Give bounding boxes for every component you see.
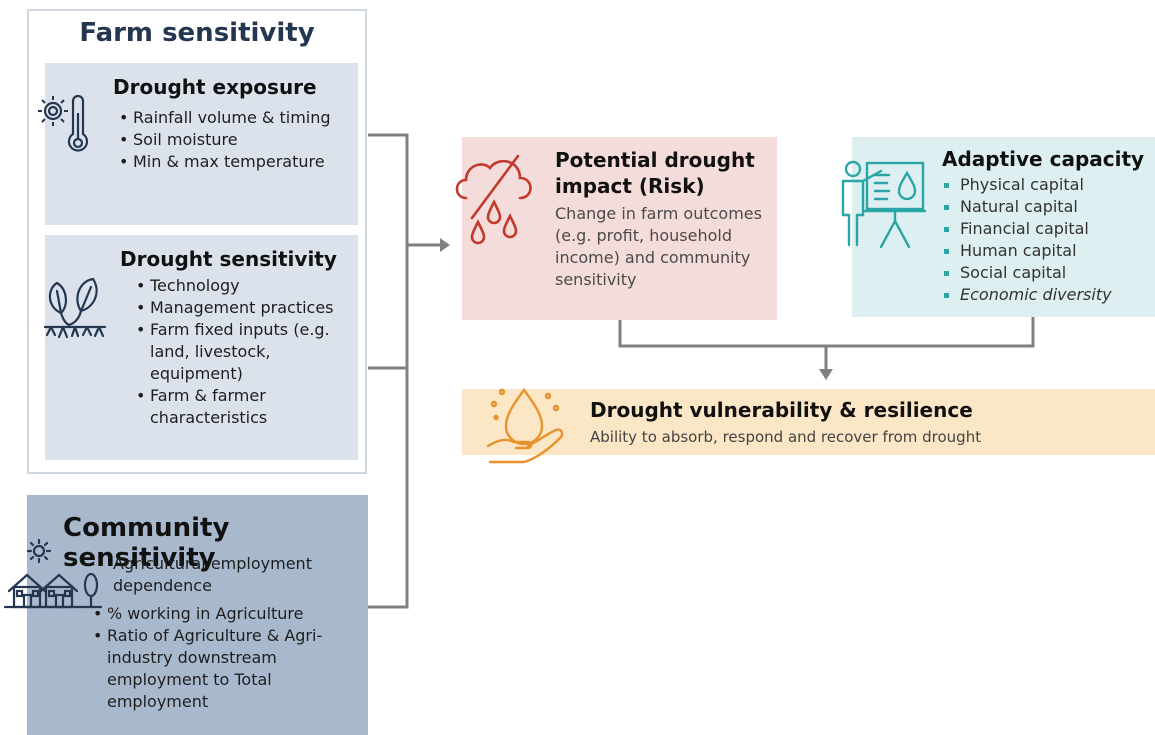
list-item: Rainfall volume & timing: [113, 107, 353, 129]
list-item: Technology: [130, 275, 355, 297]
connector-exposure: [368, 133, 409, 609]
cloud-no-rain-icon: [455, 154, 532, 245]
thermometer-sun-icon: [38, 94, 89, 152]
adaptive-capacity-title: Adaptive capacity: [942, 147, 1145, 171]
adaptive-capacity-box: [852, 137, 1155, 317]
list-item: Ratio of Agriculture & Agri-industry dow…: [87, 625, 357, 713]
drought-sensitivity-list: Technology Management practices Farm fix…: [130, 275, 355, 429]
list-item: Min & max temperature: [113, 151, 353, 173]
arrowhead-vuln: [819, 369, 833, 380]
connector-bottom: [618, 317, 1035, 348]
community-subtitle: Agricultural employment dependence: [113, 554, 312, 595]
risk-description: Change in farm outcomes (e.g. profit, ho…: [555, 204, 762, 289]
list-item: Physical capital: [942, 174, 1142, 196]
community-sensitivity-list: % working in Agriculture Ratio of Agricu…: [87, 603, 357, 713]
drought-sensitivity-box: Drought sensitivity Technology Managemen…: [43, 235, 358, 460]
list-item: Social capital: [942, 262, 1142, 284]
hand-drop-icon: [486, 387, 564, 464]
arrowhead-risk: [440, 238, 450, 252]
list-item: Natural capital: [942, 196, 1142, 218]
vulnerability-title: Drought vulnerability & resilience: [590, 398, 973, 422]
list-item: Farm fixed inputs (e.g. land, livestock,…: [130, 319, 355, 385]
community-sensitivity-box: Community sensitivity Agricultural emplo…: [3, 495, 368, 735]
community-sensitivity-title: Community sensitivity: [63, 513, 230, 573]
list-item: Soil moisture: [113, 129, 353, 151]
vulnerability-box: [462, 389, 1155, 455]
presenter-board-icon: [841, 160, 927, 249]
houses-sun-icon: [3, 539, 103, 609]
list-item: Financial capital: [942, 218, 1142, 240]
list-item: Economic diversity: [942, 284, 1142, 306]
list-item: Management practices: [130, 297, 355, 319]
list-item: % working in Agriculture: [87, 603, 357, 625]
plant-roots-icon: [43, 277, 107, 339]
adaptive-capacity-list: Physical capital Natural capital Financi…: [942, 174, 1142, 306]
farm-sensitivity-title: Farm sensitivity: [79, 18, 315, 48]
drought-exposure-title: Drought exposure: [113, 75, 317, 99]
vulnerability-description: Ability to absorb, respond and recover f…: [590, 428, 982, 446]
drought-sensitivity-title: Drought sensitivity: [120, 247, 337, 271]
list-item: Human capital: [942, 240, 1142, 262]
drought-exposure-list: Rainfall volume & timing Soil moisture M…: [113, 107, 353, 173]
risk-title: Potential drought impact (Risk): [555, 148, 755, 198]
list-item: Farm & farmer characteristics: [130, 385, 355, 429]
drought-exposure-box: Drought exposure Rainfall volume & timin…: [38, 63, 358, 225]
